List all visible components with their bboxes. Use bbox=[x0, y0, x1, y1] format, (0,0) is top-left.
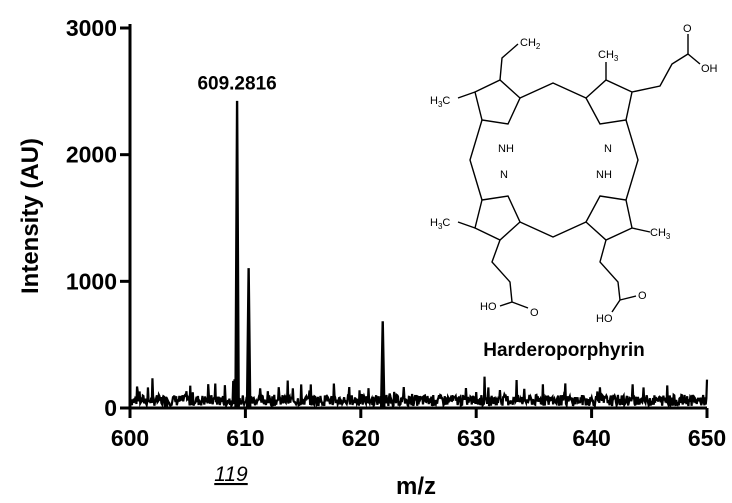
vinyl-bond bbox=[499, 43, 519, 81]
hydroxyl-bond-top bbox=[687, 53, 701, 65]
vinyl-label: CH2 bbox=[520, 37, 541, 51]
spectrum-peak-2 bbox=[379, 321, 386, 409]
methyl-label-left-top: H3C bbox=[430, 95, 450, 109]
pyrrole-ring-a bbox=[474, 79, 521, 125]
pyrrole-ring-c bbox=[474, 195, 521, 241]
hydroxyl-label-bottom-right: HO bbox=[596, 313, 613, 325]
hydroxyl-bond-bottom-left bbox=[499, 301, 513, 307]
y-tick-label-1000: 1000 bbox=[66, 268, 117, 294]
pyrrole-ring-d bbox=[585, 195, 633, 241]
page-number: 119 bbox=[214, 463, 248, 486]
y-axis-title: Intensity (AU) bbox=[17, 138, 44, 294]
carbonyl-label-bottom-left: O bbox=[530, 307, 539, 319]
meso-bridge-right bbox=[625, 119, 639, 201]
x-axis-title: m/z bbox=[396, 473, 436, 498]
x-tick-label-650: 650 bbox=[688, 425, 726, 451]
methyl-bond-right-bottom bbox=[631, 227, 651, 233]
y-tick-label-3000: 3000 bbox=[66, 15, 117, 41]
methyl-bond-left-bottom bbox=[457, 221, 476, 229]
methyl-bond-left-top bbox=[457, 91, 476, 99]
meso-bridge-bottom bbox=[519, 221, 587, 238]
methyl-label-left-bottom: H3C bbox=[430, 217, 450, 231]
nh-label-top: NH bbox=[498, 143, 514, 155]
carbonyl-label-bottom-right: O bbox=[638, 290, 647, 302]
hydroxyl-label-top: OH bbox=[701, 63, 718, 75]
x-tick-label-600: 600 bbox=[111, 425, 149, 451]
y-tick-label-2000: 2000 bbox=[66, 142, 117, 168]
x-tick-label-620: 620 bbox=[342, 425, 380, 451]
carbonyl-label-top: O bbox=[683, 23, 692, 35]
acid-chain-bottom-left bbox=[491, 239, 513, 303]
n-label-bottom: N bbox=[500, 169, 508, 181]
hydroxyl-bond-bottom-right bbox=[611, 299, 621, 313]
baseline-noise-series bbox=[128, 376, 709, 410]
meso-bridge-left bbox=[469, 119, 483, 201]
methyl-label-top: CH3 bbox=[598, 49, 619, 63]
acid-chain-bottom-right bbox=[599, 239, 621, 301]
spectrum-peak-0 bbox=[234, 100, 240, 409]
n-label-top: N bbox=[604, 143, 612, 155]
x-tick-label-640: 640 bbox=[572, 425, 610, 451]
hydroxyl-label-bottom-left: HO bbox=[480, 301, 497, 313]
spectrum-peak-1 bbox=[245, 268, 252, 409]
pyrrole-ring-b bbox=[585, 79, 633, 125]
nh-label-bottom: NH bbox=[596, 169, 612, 181]
compound-name: Harderoporphyrin bbox=[483, 340, 645, 361]
carbonyl-bottom-left bbox=[511, 301, 529, 309]
methyl-label-right-bottom: CH3 bbox=[650, 227, 671, 241]
peak-annotation-0: 609.2816 bbox=[197, 73, 276, 94]
carbonyl-bottom-right bbox=[619, 295, 637, 301]
harderoporphyrin-structure bbox=[457, 34, 701, 313]
acid-chain-top bbox=[631, 53, 689, 93]
meso-bridge-top bbox=[519, 82, 587, 99]
x-tick-label-630: 630 bbox=[457, 425, 495, 451]
x-tick-label-610: 610 bbox=[226, 425, 264, 451]
y-tick-label-0: 0 bbox=[104, 395, 117, 421]
